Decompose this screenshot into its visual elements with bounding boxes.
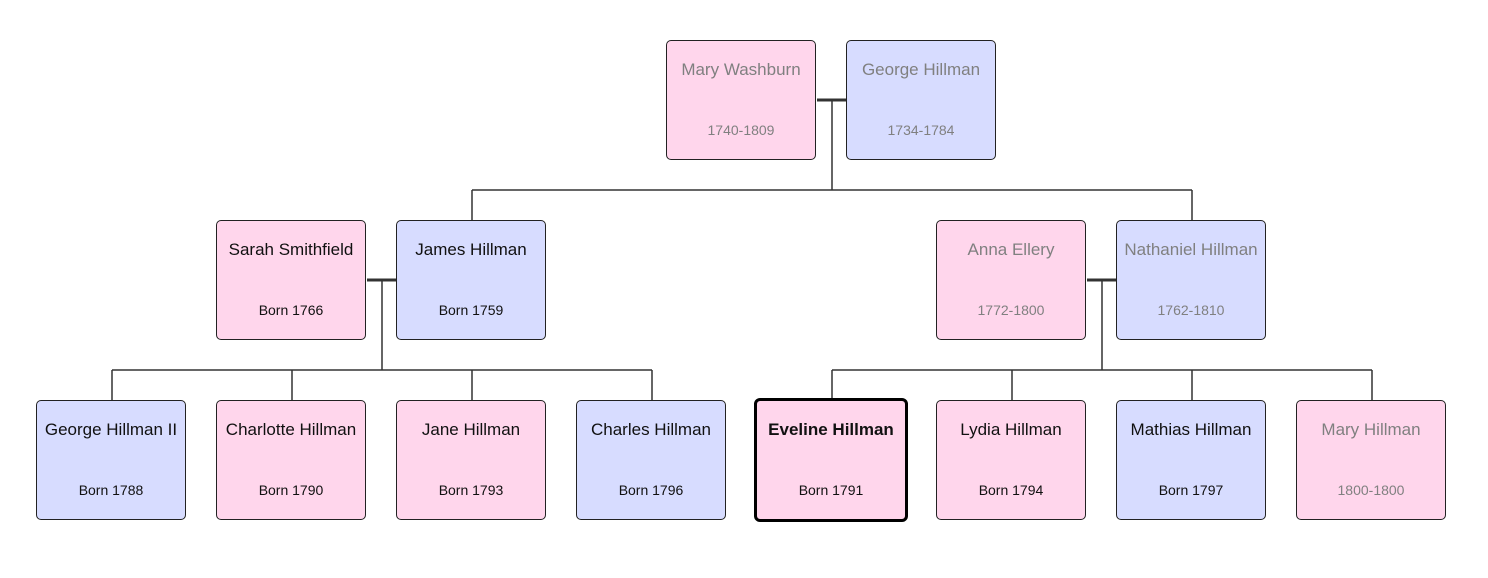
- person-card-mary-washburn[interactable]: Mary Washburn 1740-1809: [666, 40, 816, 160]
- person-name: George Hillman: [861, 60, 981, 79]
- person-card-mathias-hillman[interactable]: Mathias Hillman Born 1797: [1116, 400, 1266, 520]
- person-card-george-hillman[interactable]: George Hillman 1734-1784: [846, 40, 996, 160]
- person-name: Anna Ellery: [967, 240, 1055, 259]
- person-dates: Born 1791: [798, 482, 864, 498]
- person-name: James Hillman: [415, 240, 527, 259]
- person-card-lydia-hillman[interactable]: Lydia Hillman Born 1794: [936, 400, 1086, 520]
- person-dates: 1740-1809: [707, 122, 775, 138]
- person-card-george-hillman-ii[interactable]: George Hillman II Born 1788: [36, 400, 186, 520]
- person-card-mary-hillman[interactable]: Mary Hillman 1800-1800: [1296, 400, 1446, 520]
- person-card-nathaniel-hillman[interactable]: Nathaniel Hillman 1762-1810: [1116, 220, 1266, 340]
- person-dates: Born 1790: [258, 482, 324, 498]
- person-name: Mary Hillman: [1321, 420, 1421, 439]
- person-card-james-hillman[interactable]: James Hillman Born 1759: [396, 220, 546, 340]
- person-name: Mary Washburn: [681, 60, 801, 79]
- person-dates: Born 1796: [618, 482, 684, 498]
- person-dates: Born 1788: [78, 482, 144, 498]
- person-name: Mathias Hillman: [1130, 420, 1252, 439]
- person-card-sarah-smithfield[interactable]: Sarah Smithfield Born 1766: [216, 220, 366, 340]
- person-dates: 1772-1800: [977, 302, 1045, 318]
- person-dates: Born 1759: [438, 302, 504, 318]
- person-name: Eveline Hillman: [768, 420, 894, 439]
- person-name: Nathaniel Hillman: [1124, 240, 1258, 259]
- person-dates: 1800-1800: [1337, 482, 1405, 498]
- person-name: George Hillman II: [44, 420, 178, 439]
- person-name: Sarah Smithfield: [228, 240, 354, 259]
- person-name: Lydia Hillman: [960, 420, 1062, 439]
- person-dates: 1734-1784: [887, 122, 955, 138]
- person-card-charlotte-hillman[interactable]: Charlotte Hillman Born 1790: [216, 400, 366, 520]
- person-dates: Born 1794: [978, 482, 1044, 498]
- person-card-anna-ellery[interactable]: Anna Ellery 1772-1800: [936, 220, 1086, 340]
- person-dates: Born 1793: [438, 482, 504, 498]
- person-card-charles-hillman[interactable]: Charles Hillman Born 1796: [576, 400, 726, 520]
- person-name: Charlotte Hillman: [225, 420, 357, 439]
- person-name: Charles Hillman: [591, 420, 711, 439]
- person-dates: Born 1797: [1158, 482, 1224, 498]
- person-card-jane-hillman[interactable]: Jane Hillman Born 1793: [396, 400, 546, 520]
- person-name: Jane Hillman: [421, 420, 521, 439]
- person-card-eveline-hillman[interactable]: Eveline Hillman Born 1791: [754, 398, 908, 522]
- person-dates: Born 1766: [258, 302, 324, 318]
- person-dates: 1762-1810: [1157, 302, 1225, 318]
